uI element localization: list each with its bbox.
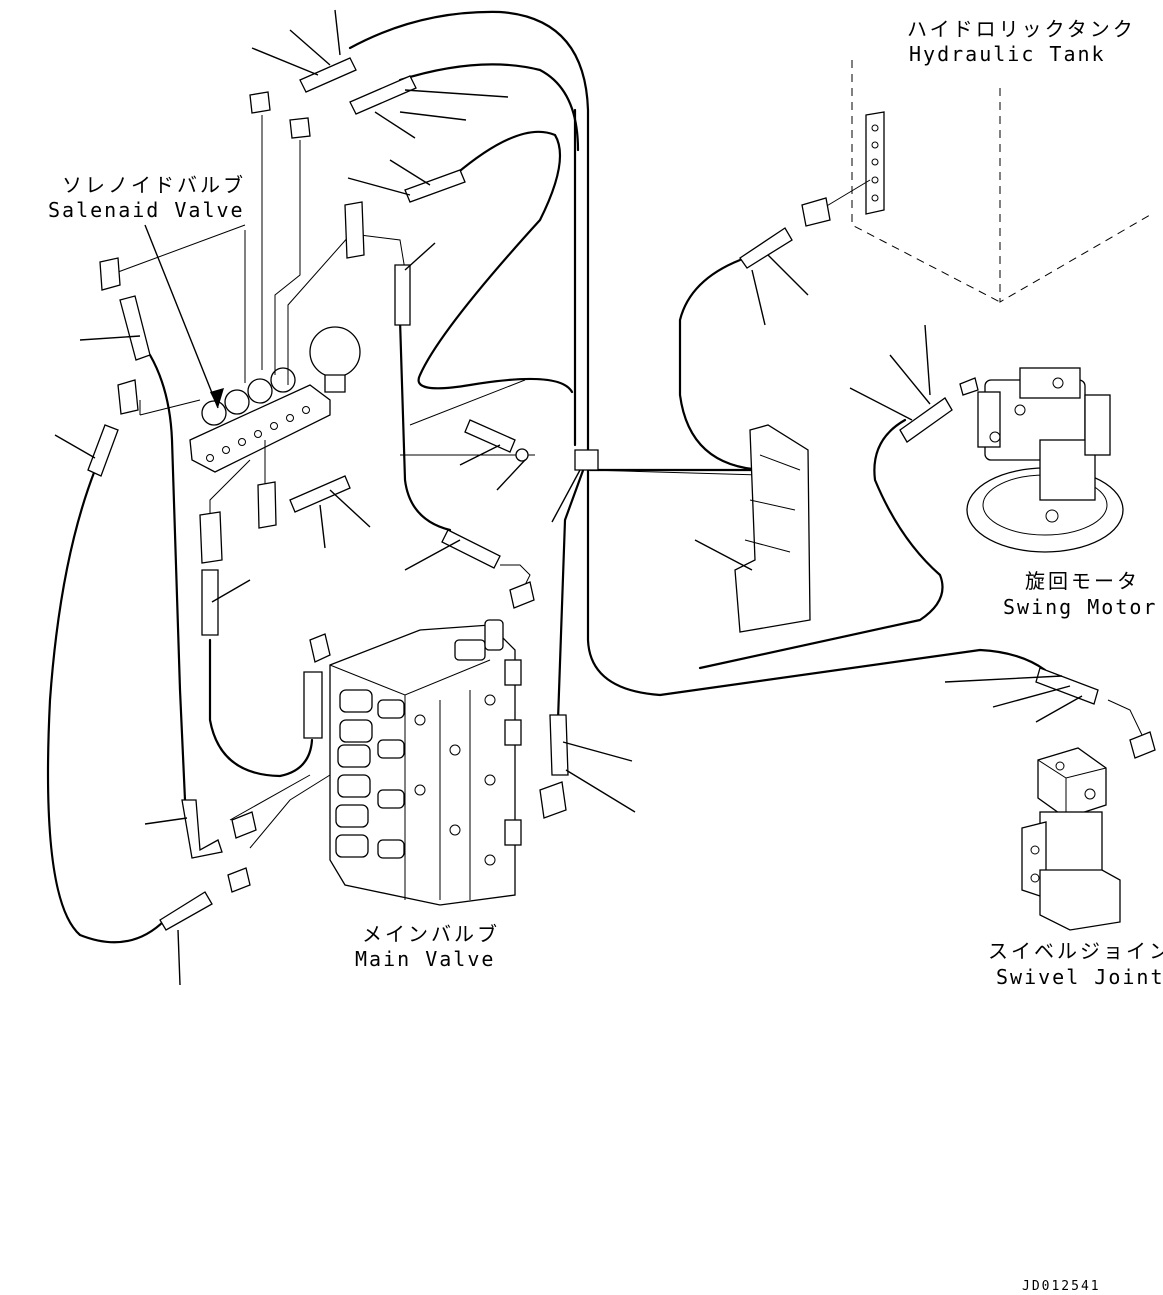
swing-motor-label-jp: 旋回モータ: [1025, 569, 1140, 593]
leader-lines: [54, 9, 1083, 986]
solenoid-valve-label-en: Salenaid Valve: [48, 198, 245, 222]
hydraulic-tank-label-jp: ハイドロリックタンク: [907, 17, 1136, 41]
swivel-joint-label-en: Swivel Joint: [996, 965, 1163, 989]
main-valve-label-en: Main Valve: [355, 947, 495, 971]
solenoid-valve-label: ソレノイドバルブ Salenaid Valve: [48, 173, 246, 222]
main-valve: [309, 619, 522, 906]
swing-motor: [959, 367, 1124, 553]
drawing-number: JD012541: [1022, 1279, 1101, 1294]
solenoid-valve-label-jp: ソレノイドバルブ: [62, 173, 246, 197]
hose-routing: [46, 10, 1047, 944]
swivel-joint-label-jp: スイベルジョイント: [988, 939, 1163, 963]
main-valve-label-jp: メインバルブ: [362, 922, 500, 946]
hydraulic-tank-label: ハイドロリックタンク Hydraulic Tank: [907, 17, 1136, 66]
hydraulic-tank: [851, 60, 1151, 303]
fittings: [87, 57, 1099, 931]
solenoid-valve: [189, 326, 361, 473]
hydraulic-tank-label-en: Hydraulic Tank: [909, 42, 1106, 66]
hose-bracket: [734, 424, 811, 633]
swivel-joint-label: スイベルジョイント Swivel Joint: [988, 939, 1163, 989]
swivel-joint: [1021, 731, 1156, 931]
swing-motor-label: 旋回モータ Swing Motor: [1003, 569, 1157, 619]
swing-motor-label-en: Swing Motor: [1003, 595, 1157, 619]
main-valve-label: メインバルブ Main Valve: [355, 922, 500, 971]
